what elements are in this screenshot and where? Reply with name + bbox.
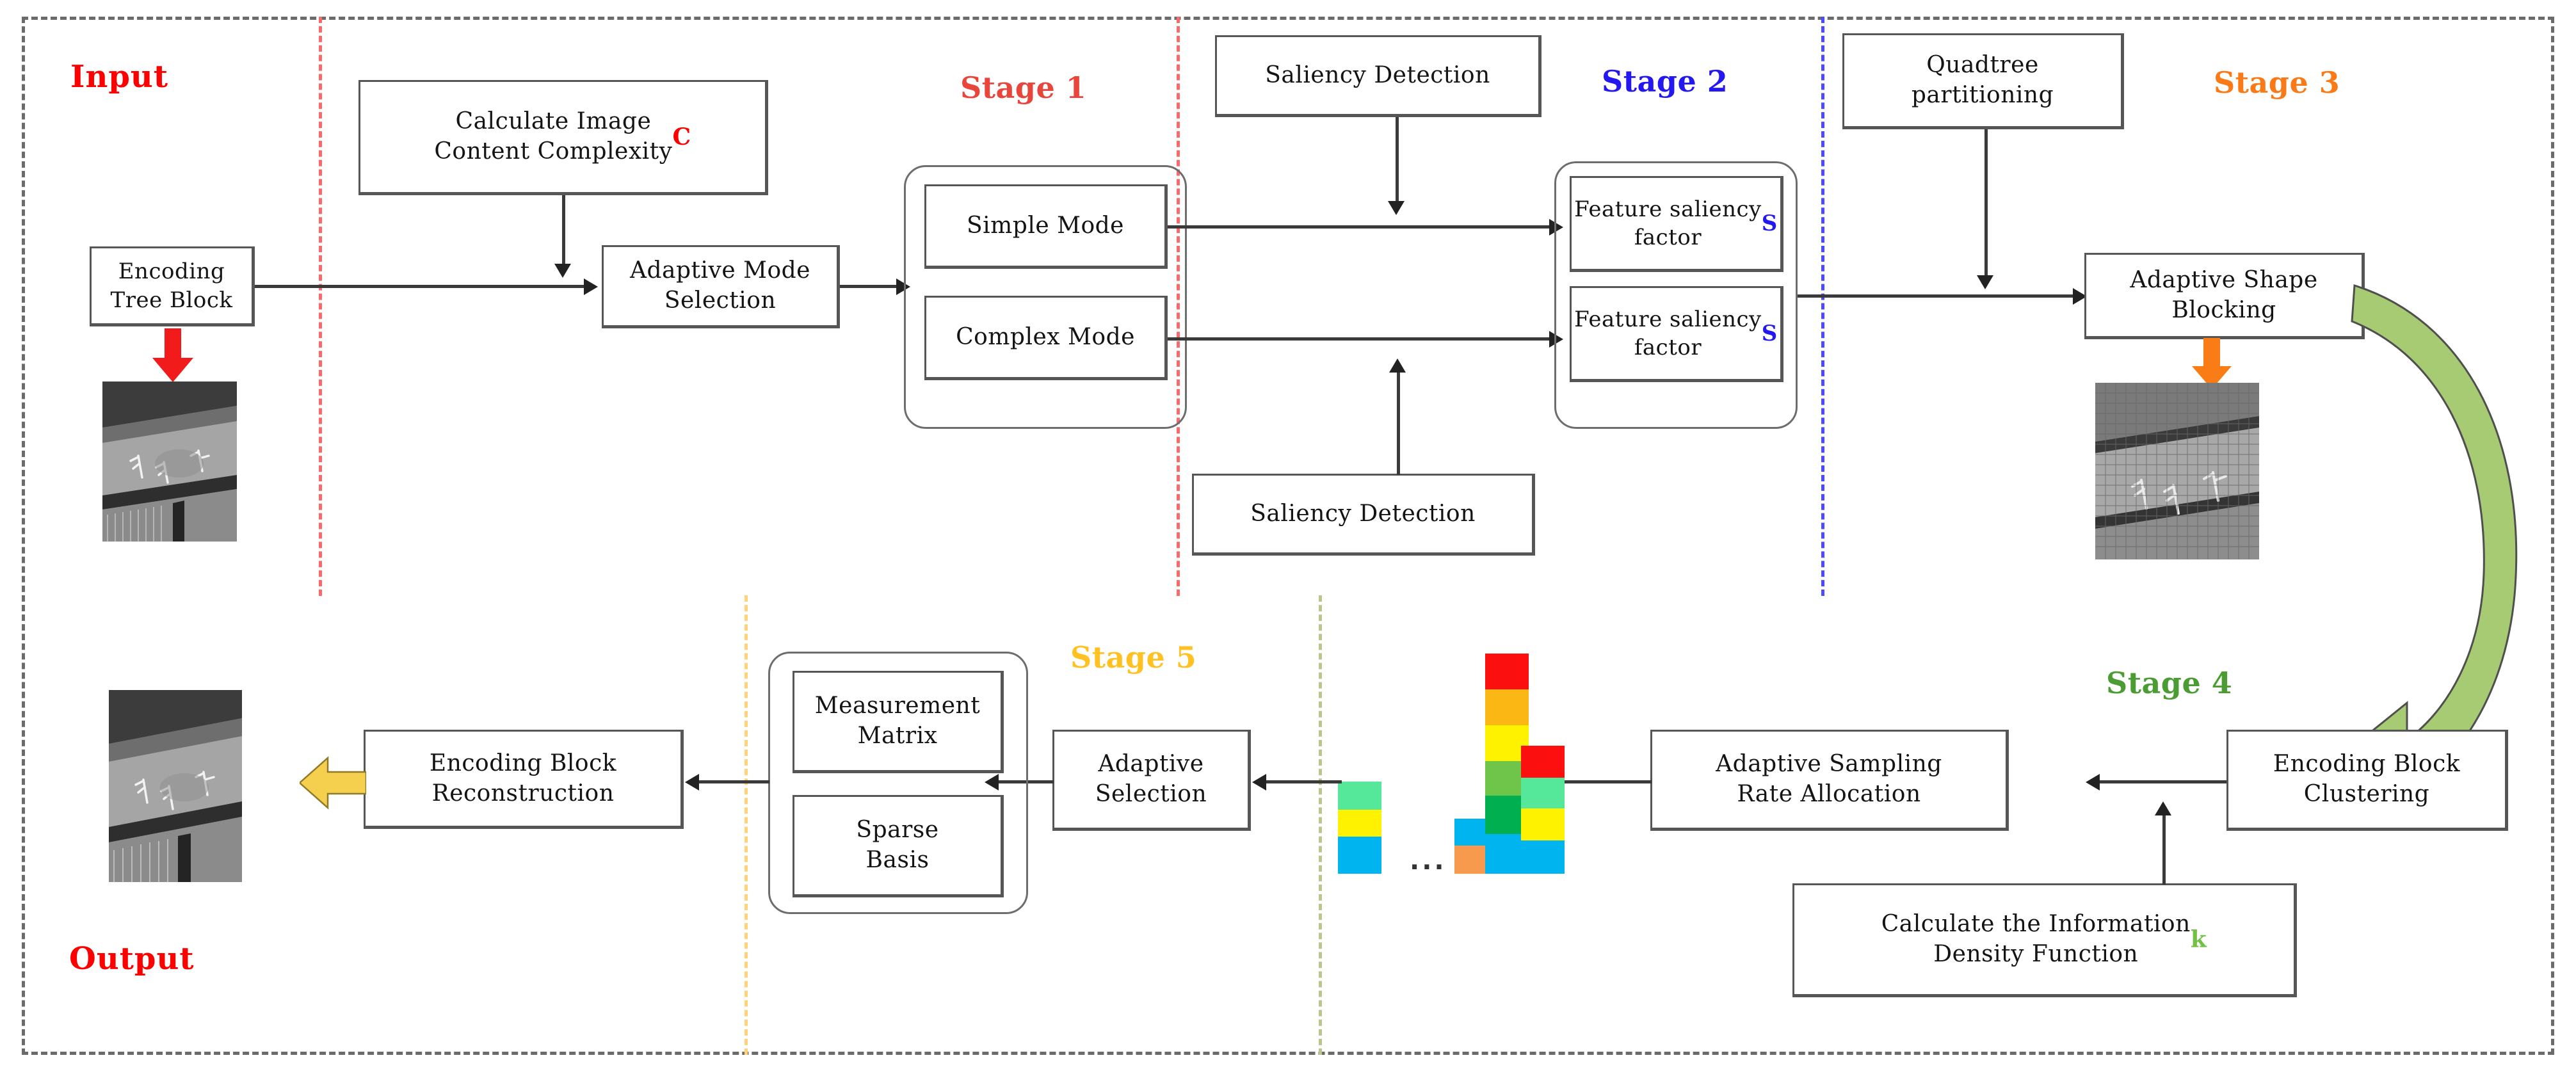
link-mode-to-stage1 [840, 285, 903, 288]
bar-seg [1485, 689, 1529, 725]
input-image [102, 381, 237, 542]
label-input: Input [70, 59, 168, 95]
link-quadtree-down [1984, 129, 1988, 277]
bar-block-4 [1521, 746, 1565, 874]
box-quadtree-partitioning[interactable]: Quadtree partitioning [1842, 33, 2124, 129]
bar-block-1 [1338, 782, 1381, 874]
link-saliency-bottom-up [1397, 371, 1400, 475]
bar-seg [1521, 808, 1565, 840]
divider-input-stage1 [319, 17, 322, 596]
divider-stage5-lower [745, 595, 748, 1055]
link-selection-to-stage5 [997, 780, 1054, 783]
box-saliency-detection-bottom[interactable]: Saliency Detection [1192, 474, 1535, 556]
box-saliency-detection-top[interactable]: Saliency Detection [1215, 35, 1542, 117]
link-simple-to-feature-top [1168, 225, 1555, 229]
box-calculate-density-function[interactable]: Calculate the Information Density Functi… [1792, 883, 2297, 997]
box-measurement-matrix[interactable]: Measurement Matrix [793, 671, 1004, 773]
link-saliency-top-down [1396, 117, 1399, 202]
box-sparse-basis[interactable]: Sparse Basis [793, 795, 1004, 897]
bar-seg [1521, 840, 1565, 874]
box-adaptive-selection[interactable]: Adaptive Selection [1052, 730, 1251, 831]
bar-seg [1485, 654, 1529, 689]
arrowhead-tree-to-mode [584, 278, 598, 295]
link-chart-to-adaptive-selection [1266, 780, 1342, 783]
box-adaptive-sampling-rate[interactable]: Adaptive Sampling Rate Allocation [1650, 730, 2009, 831]
link-density-up [2162, 814, 2166, 885]
bar-seg [1338, 837, 1381, 874]
label-stage-1: Stage 1 [960, 70, 1087, 105]
label-stage-2: Stage 2 [1602, 64, 1728, 99]
arrowhead-stage2-to-shape-blocking [2073, 288, 2087, 305]
link-complexity-down [562, 195, 565, 264]
box-feature-saliency-bottom[interactable]: Feature saliency factor S [1570, 286, 1783, 382]
divider-stage1-stage2 [1177, 17, 1180, 596]
box-complex-mode[interactable]: Complex Mode [924, 296, 1168, 380]
feature-saliency-top-text: Feature saliency factor [1574, 196, 1762, 250]
bar-seg [1521, 746, 1565, 778]
sampling-rate-bar-chart: ... [1338, 634, 1565, 876]
bar-seg [1338, 782, 1381, 810]
yellow-left-block-arrow [298, 754, 367, 814]
calc-complexity-text: Calculate Image Content Complexity [434, 108, 673, 165]
box-feature-saliency-top[interactable]: Feature saliency factor S [1570, 176, 1783, 272]
feature-saliency-bottom-text: Feature saliency factor [1574, 306, 1762, 360]
box-calculate-image-complexity[interactable]: Calculate Image Content Complexity C [358, 80, 768, 195]
box-encoding-block-clustering[interactable]: Encoding Block Clustering [2226, 730, 2508, 831]
outer-dashed-frame [22, 17, 2554, 1055]
output-image [109, 690, 242, 882]
link-stage2-to-shape-blocking [1798, 294, 2079, 298]
link-stage5-to-reconstruction [698, 780, 769, 783]
bar-seg [1521, 778, 1565, 808]
arrowhead-clustering-to-sampling [2086, 774, 2100, 791]
arrowhead-mode-to-stage1 [896, 278, 910, 295]
red-down-block-arrow [149, 328, 197, 386]
arrowhead-simple-to-feature-top [1549, 219, 1563, 236]
arrowhead-stage5-to-reconstruction [685, 774, 699, 791]
group-feature-saliency [1554, 161, 1798, 429]
calc-complexity-accent: C [672, 123, 691, 150]
arrowhead-saliency-bottom-up [1389, 358, 1406, 373]
blocked-image [2095, 383, 2259, 559]
bar-seg [1338, 810, 1381, 837]
label-stage-5: Stage 5 [1070, 640, 1197, 675]
arrowhead-complex-to-feature-bottom [1549, 331, 1563, 348]
label-stage-3: Stage 3 [2214, 65, 2340, 100]
feature-saliency-top-accent: S [1761, 210, 1778, 236]
arrowhead-saliency-top-down [1388, 201, 1405, 215]
calc-density-accent: k [2190, 926, 2207, 953]
label-output: Output [69, 941, 195, 977]
feature-saliency-bottom-accent: S [1761, 320, 1778, 346]
divider-stage4-lower [1319, 595, 1322, 1055]
box-encoding-tree-block[interactable]: Encoding Tree Block [90, 246, 255, 326]
arrowhead-quadtree-down [1977, 275, 1993, 289]
link-complex-to-feature-bottom [1168, 337, 1555, 341]
link-clustering-to-sampling [2100, 780, 2226, 783]
box-adaptive-shape-blocking[interactable]: Adaptive Shape Blocking [2084, 253, 2365, 339]
divider-stage2-stage3 [1821, 17, 1824, 596]
label-stage-4: Stage 4 [2106, 666, 2233, 700]
box-encoding-block-reconstruction[interactable]: Encoding Block Reconstruction [364, 730, 684, 829]
box-adaptive-mode-selection[interactable]: Adaptive Mode Selection [602, 245, 840, 328]
box-simple-mode[interactable]: Simple Mode [924, 184, 1168, 269]
arrowhead-chart-to-adaptive-selection [1252, 774, 1266, 791]
group-mode-selection [904, 165, 1187, 429]
orange-down-block-arrow [2188, 338, 2235, 393]
arrowhead-complexity-down [554, 264, 571, 278]
calc-density-text: Calculate the Information Density Functi… [1881, 911, 2191, 967]
link-sampling-to-chart [1557, 780, 1652, 783]
link-tree-to-mode [255, 285, 588, 288]
bar-chart-ellipsis: ... [1410, 846, 1447, 876]
arrowhead-selection-to-stage5 [985, 774, 999, 791]
arrowhead-density-up [2155, 801, 2171, 815]
